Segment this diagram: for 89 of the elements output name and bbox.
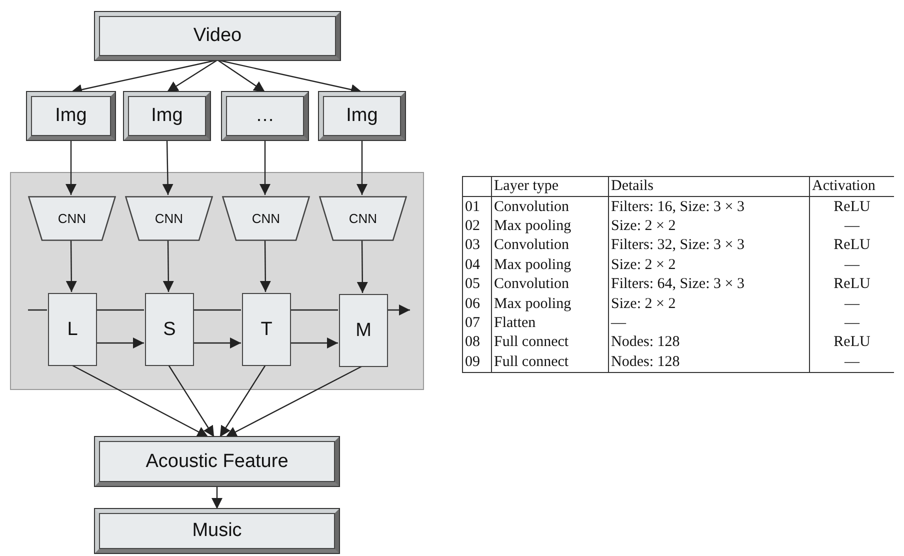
node-label: Video	[193, 25, 242, 47]
layer-details: Size: 2 × 2	[611, 218, 676, 234]
process-box	[242, 293, 291, 366]
layer-number: 06	[465, 296, 480, 312]
node-label: Music	[192, 520, 242, 542]
arrow	[71, 364, 209, 438]
node-label: CNN	[58, 211, 86, 226]
activation-function: ReLU	[834, 198, 870, 215]
layer-type: Full connect	[494, 334, 569, 350]
layer-details: Filters: 32, Size: 3 × 3	[611, 237, 744, 254]
arrow	[162, 140, 174, 196]
layer-type: Full connect	[494, 354, 569, 370]
layer-details: Filters: 64, Size: 3 × 3	[611, 276, 744, 292]
process-box	[222, 92, 308, 140]
node-label: CNN	[252, 211, 280, 226]
column-header: Details	[611, 178, 654, 194]
activation-function: ReLU	[834, 334, 870, 350]
activation-function: —	[844, 314, 860, 331]
node-label: …	[256, 105, 274, 127]
process-box	[95, 12, 340, 60]
arrow	[66, 140, 76, 195]
cnn-trapezoid	[28, 196, 116, 241]
activation-function: ReLU	[834, 237, 870, 254]
layer-details: Size: 2 × 2	[611, 296, 676, 312]
activation-function: —	[844, 296, 860, 312]
process-box	[339, 294, 388, 367]
layer-number: 08	[465, 334, 480, 350]
layer-number: 07	[465, 314, 480, 331]
activation-function: ReLU	[834, 276, 870, 292]
arrow	[387, 304, 410, 316]
node-label: Img	[346, 105, 378, 127]
cnn-trapezoid	[222, 196, 310, 241]
arrow	[290, 338, 338, 348]
activation-function: —	[844, 256, 860, 273]
arrow	[166, 60, 218, 92]
arrow	[66, 240, 77, 292]
column-header: Layer type	[494, 178, 559, 194]
node-label: T	[260, 318, 272, 340]
arrow	[168, 364, 215, 438]
layer-type: Max pooling	[494, 218, 572, 234]
layer-type: Convolution	[494, 237, 570, 254]
node-label: Acoustic Feature	[146, 450, 288, 472]
cnn-trapezoid	[319, 196, 407, 241]
process-box	[124, 92, 210, 140]
layer-number: 03	[465, 237, 480, 254]
layer-type: Max pooling	[494, 256, 572, 273]
layer-details: Nodes: 128	[611, 334, 680, 350]
process-box	[95, 437, 339, 486]
node-label: Img	[55, 105, 87, 127]
layer-details: Filters: 16, Size: 3 × 3	[611, 198, 744, 215]
process-box	[319, 92, 405, 140]
arrow	[356, 240, 368, 293]
node-label: S	[163, 318, 176, 340]
layer-type: Flatten	[494, 314, 536, 331]
process-box	[27, 92, 115, 140]
node-label: CNN	[348, 211, 378, 226]
layer-number: 02	[465, 218, 480, 234]
process-box	[145, 293, 194, 366]
arrow	[260, 240, 271, 292]
group-panel	[10, 172, 424, 390]
layer-details: Size: 2 × 2	[611, 256, 676, 273]
arrow	[96, 338, 144, 348]
arrow	[260, 140, 270, 195]
arrow	[212, 486, 222, 509]
process-box	[48, 293, 97, 366]
activation-function: —	[844, 354, 860, 370]
node-label: CNN	[154, 211, 184, 226]
process-box	[95, 509, 339, 553]
node-label: Img	[151, 105, 183, 127]
column-header: Activation	[812, 178, 876, 194]
layer-type: Max pooling	[494, 296, 572, 312]
arrow	[356, 140, 368, 195]
arrow	[162, 240, 174, 292]
arrow	[217, 60, 266, 92]
layer-number: 01	[465, 198, 480, 215]
layer-type: Convolution	[494, 276, 570, 292]
layer-details: Nodes: 128	[611, 354, 680, 370]
cnn-trapezoid	[125, 196, 213, 241]
node-label: L	[67, 318, 78, 340]
layer-type: Convolution	[494, 198, 570, 215]
layer-number: 05	[465, 276, 480, 292]
node-label: M	[356, 320, 372, 342]
arrow	[219, 364, 266, 438]
layer-number: 04	[465, 256, 480, 273]
arrow	[225, 365, 363, 438]
arrow	[193, 338, 241, 348]
layer-number: 09	[465, 354, 480, 370]
activation-function: —	[844, 218, 860, 234]
layer-details: —	[611, 314, 626, 331]
